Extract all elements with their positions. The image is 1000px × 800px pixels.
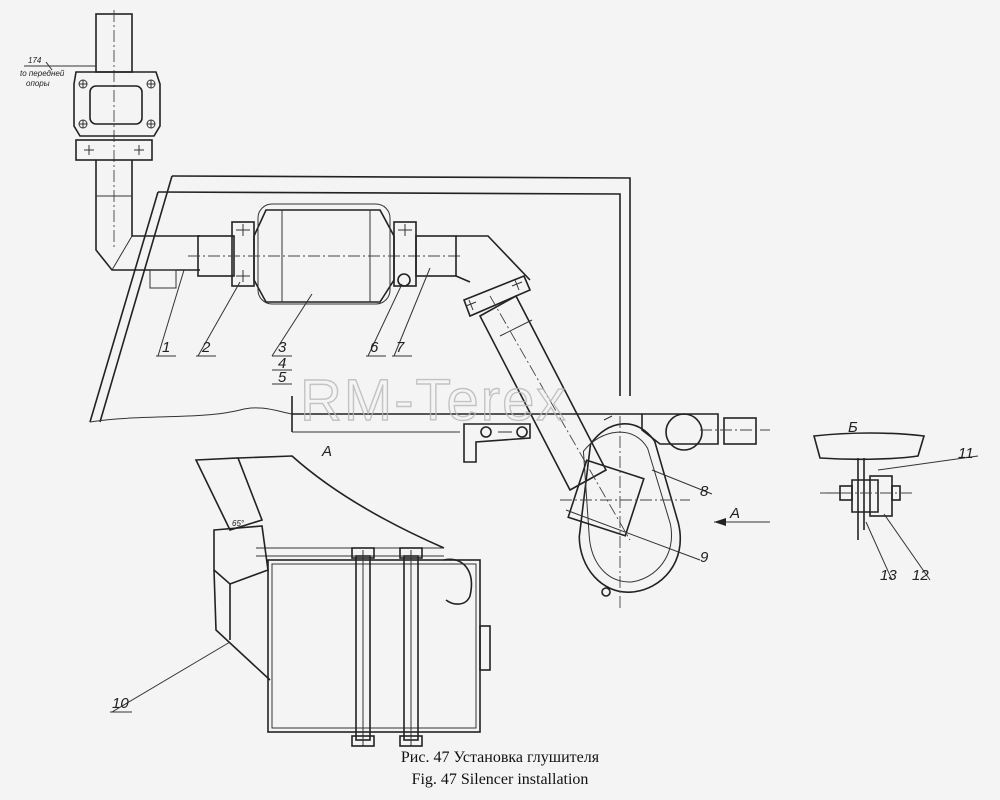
detail-view-b: Б (812, 419, 926, 540)
part-label-11: 11 (958, 445, 974, 462)
watermark: RM-Terex (300, 368, 567, 433)
leader-lines (110, 267, 979, 713)
view-b-label: Б (848, 419, 858, 436)
reference-174-leader: 174 to передней опоры (20, 56, 96, 88)
lower-view-a: 65° (194, 455, 491, 747)
part-label-9: 9 (700, 549, 709, 566)
part-label-10: 10 (112, 695, 129, 712)
silencer-oval (560, 413, 703, 610)
view-a-arrow: A (714, 505, 770, 526)
part-label-13: 13 (880, 567, 897, 584)
part-label-8: 8 (700, 483, 709, 500)
part-label-5: 5 (278, 369, 287, 386)
angle-label: 65° (232, 519, 245, 528)
view-a-arrow-label: A (729, 505, 740, 522)
front-support-note-2: опоры (26, 79, 50, 88)
caption-english: Fig. 47 Silencer installation (411, 771, 589, 788)
inclined-pipe (462, 274, 631, 541)
frame-outline (89, 175, 642, 433)
front-support-note-1: to передней (20, 69, 65, 78)
reference-174: 174 (28, 56, 42, 65)
caption-russian: Рис. 47 Установка глушителя (400, 749, 600, 766)
vertical-exhaust-pipe (73, 10, 200, 271)
part-labels: 1 2 3 4 5 6 7 8 9 10 11 12 13 (112, 339, 974, 712)
part-label-12: 12 (912, 567, 929, 584)
silencer-bracket (463, 413, 770, 463)
view-a-label: A (321, 443, 332, 460)
part-label-1: 1 (162, 339, 170, 356)
part-label-4: 4 (278, 355, 286, 372)
part-label-7: 7 (396, 339, 405, 356)
part-label-3: 3 (278, 339, 287, 356)
part-label-2: 2 (201, 339, 211, 356)
part-label-6: 6 (370, 339, 379, 356)
horizontal-muffler-assembly (188, 203, 531, 305)
